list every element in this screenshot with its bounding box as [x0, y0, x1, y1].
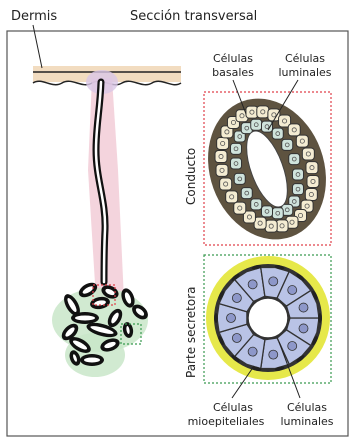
luminal-cell — [251, 119, 262, 130]
luminal-cell — [251, 199, 262, 210]
secretory-label: Parte secretora — [184, 286, 198, 378]
dermis-label: Dermis — [11, 9, 57, 24]
secretory-cell-nucleus — [299, 324, 308, 333]
basal-cell — [246, 106, 258, 118]
myoepithelial-cells-label-line1: Células — [213, 401, 253, 414]
basal-cell — [257, 106, 269, 118]
luminal-cell — [261, 206, 272, 217]
secretory-cell-nucleus — [299, 303, 308, 312]
cross-section-title: Sección transversal — [130, 9, 257, 24]
basal-cell — [288, 124, 300, 136]
luminal-cell — [272, 128, 283, 139]
luminal-cell — [272, 208, 283, 219]
secretory-cell-nucleus — [227, 314, 236, 323]
secretory-cell-nucleus — [232, 334, 241, 343]
luminal-cell — [234, 173, 245, 184]
luminal-cell — [241, 188, 252, 199]
luminal-cell — [292, 169, 303, 180]
myoepithelial-cell — [214, 313, 218, 323]
luminal-cells-top-label-line2: luminales — [278, 66, 331, 79]
basal-cell — [307, 175, 319, 187]
luminal-cells-top-label-line1: Células — [285, 52, 325, 65]
gland-coil-lumen — [75, 316, 95, 321]
basal-cell — [234, 202, 246, 214]
basal-cells-label-line2: basales — [212, 66, 254, 79]
luminal-cell — [292, 184, 303, 195]
gland-coil-lumen — [84, 358, 100, 363]
secretory-lumen — [248, 298, 288, 338]
luminal-cells-bottom-label-line2: luminales — [280, 415, 333, 428]
luminal-cell — [231, 158, 242, 169]
basal-cell — [216, 164, 228, 176]
basal-cell — [220, 178, 232, 190]
basal-cell — [305, 189, 317, 201]
basal-cell — [306, 162, 318, 174]
basal-cell — [265, 220, 277, 232]
basal-cell — [276, 220, 288, 232]
myoepithelial-cells-label-line2: mioepiteliales — [188, 415, 265, 428]
duct-label: Conducto — [184, 148, 198, 205]
basal-cell — [302, 148, 314, 160]
secretory-cell-nucleus — [269, 350, 278, 359]
secretory-cell-nucleus — [248, 347, 257, 356]
luminal-cell — [282, 139, 293, 150]
basal-cell — [215, 151, 227, 163]
secretory-cell-nucleus — [288, 286, 297, 295]
luminal-cell — [262, 121, 273, 132]
myoepithelial-cell — [318, 313, 322, 323]
luminal-cell — [289, 154, 300, 165]
secretory-cell-nucleus — [288, 341, 297, 350]
basal-cell — [226, 191, 238, 203]
secretory-cell-nucleus — [269, 277, 278, 286]
basal-cell — [296, 135, 308, 147]
secretory-cell-nucleus — [248, 280, 257, 289]
luminal-cells-bottom-label-line1: Células — [287, 401, 327, 414]
luminal-cell — [231, 143, 242, 154]
secretory-cell-nucleus — [232, 293, 241, 302]
basal-cells-label-line1: Células — [213, 52, 253, 65]
basal-cell — [217, 137, 229, 149]
